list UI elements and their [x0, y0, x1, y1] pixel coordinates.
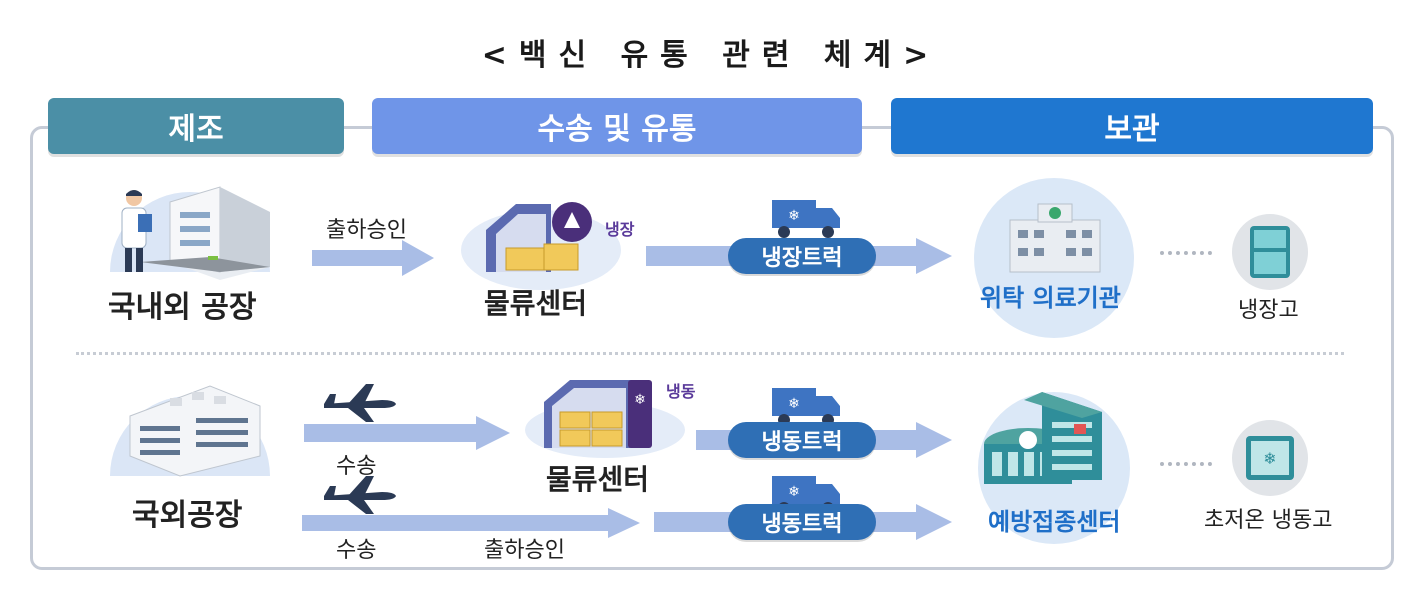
logistics-center-label-row2: 물류센터 [546, 463, 650, 496]
svg-text:❄: ❄ [788, 208, 800, 224]
row-divider [76, 352, 1344, 355]
logistics-tag-row2: 냉동 [666, 382, 696, 401]
svg-text:❄: ❄ [788, 396, 800, 412]
arrow-factory-to-logistics-row2 [304, 416, 510, 450]
overseas-factory-label: 국외공장 [132, 498, 243, 533]
arrow-factory-direct-row2 [302, 508, 640, 538]
header-storage: 보관 [891, 98, 1373, 154]
vaccination-center-icon [978, 392, 1130, 544]
consigned-institution-label: 위탁 의료기관 [980, 284, 1121, 312]
arrow-factory-to-logistics [312, 240, 434, 276]
airplane-icon [324, 476, 396, 514]
svg-text:❄: ❄ [1263, 449, 1276, 468]
logistics-center-label-row1: 물류센터 [484, 287, 588, 320]
freezer-label: 초저온 냉동고 [1204, 508, 1333, 533]
dotted-connector-row1 [1160, 251, 1212, 255]
fridge-label: 냉장고 [1238, 298, 1299, 323]
approval-label-row2: 출하승인 [484, 538, 565, 563]
freezer-truck-pill-2: 냉동트럭 [728, 504, 876, 540]
refrigerated-truck-pill: 냉장트럭 [728, 238, 876, 274]
diagram-frame [30, 126, 1394, 570]
freezer-truck-pill-1: 냉동트럭 [728, 422, 876, 458]
factory-icon [110, 186, 270, 280]
airplane-icon [324, 384, 396, 422]
domestic-factory-label: 국내외 공장 [108, 290, 257, 325]
header-manufacturing: 제조 [48, 98, 344, 154]
vaccination-center-label: 예방접종센터 [988, 508, 1121, 536]
dotted-connector-row2 [1160, 462, 1212, 466]
refrigerated-truck-icon: ❄ [772, 200, 840, 238]
transport-label-row2-2: 수송 [336, 538, 377, 563]
refrigerated-truck-icon: ❄ [772, 388, 840, 426]
warehouse-freezer-icon: ❄ [525, 380, 685, 458]
warehouse-fridge-icon [461, 202, 621, 290]
approval-label-row1: 출하승인 [326, 218, 407, 243]
freezer-icon: ❄ [1232, 420, 1308, 496]
factory-complex-icon [110, 385, 270, 477]
svg-text:❄: ❄ [788, 484, 800, 500]
transport-label-row2-1: 수송 [336, 454, 377, 479]
diagram-title: <백신 유통 관련 체계> [481, 38, 941, 73]
svg-text:❄: ❄ [634, 392, 646, 408]
hospital-icon [974, 178, 1134, 338]
logistics-tag-row1: 냉장 [605, 220, 635, 239]
fridge-icon [1232, 214, 1308, 290]
lab-worker-icon [121, 190, 152, 272]
header-transport: 수송 및 유통 [372, 98, 862, 154]
